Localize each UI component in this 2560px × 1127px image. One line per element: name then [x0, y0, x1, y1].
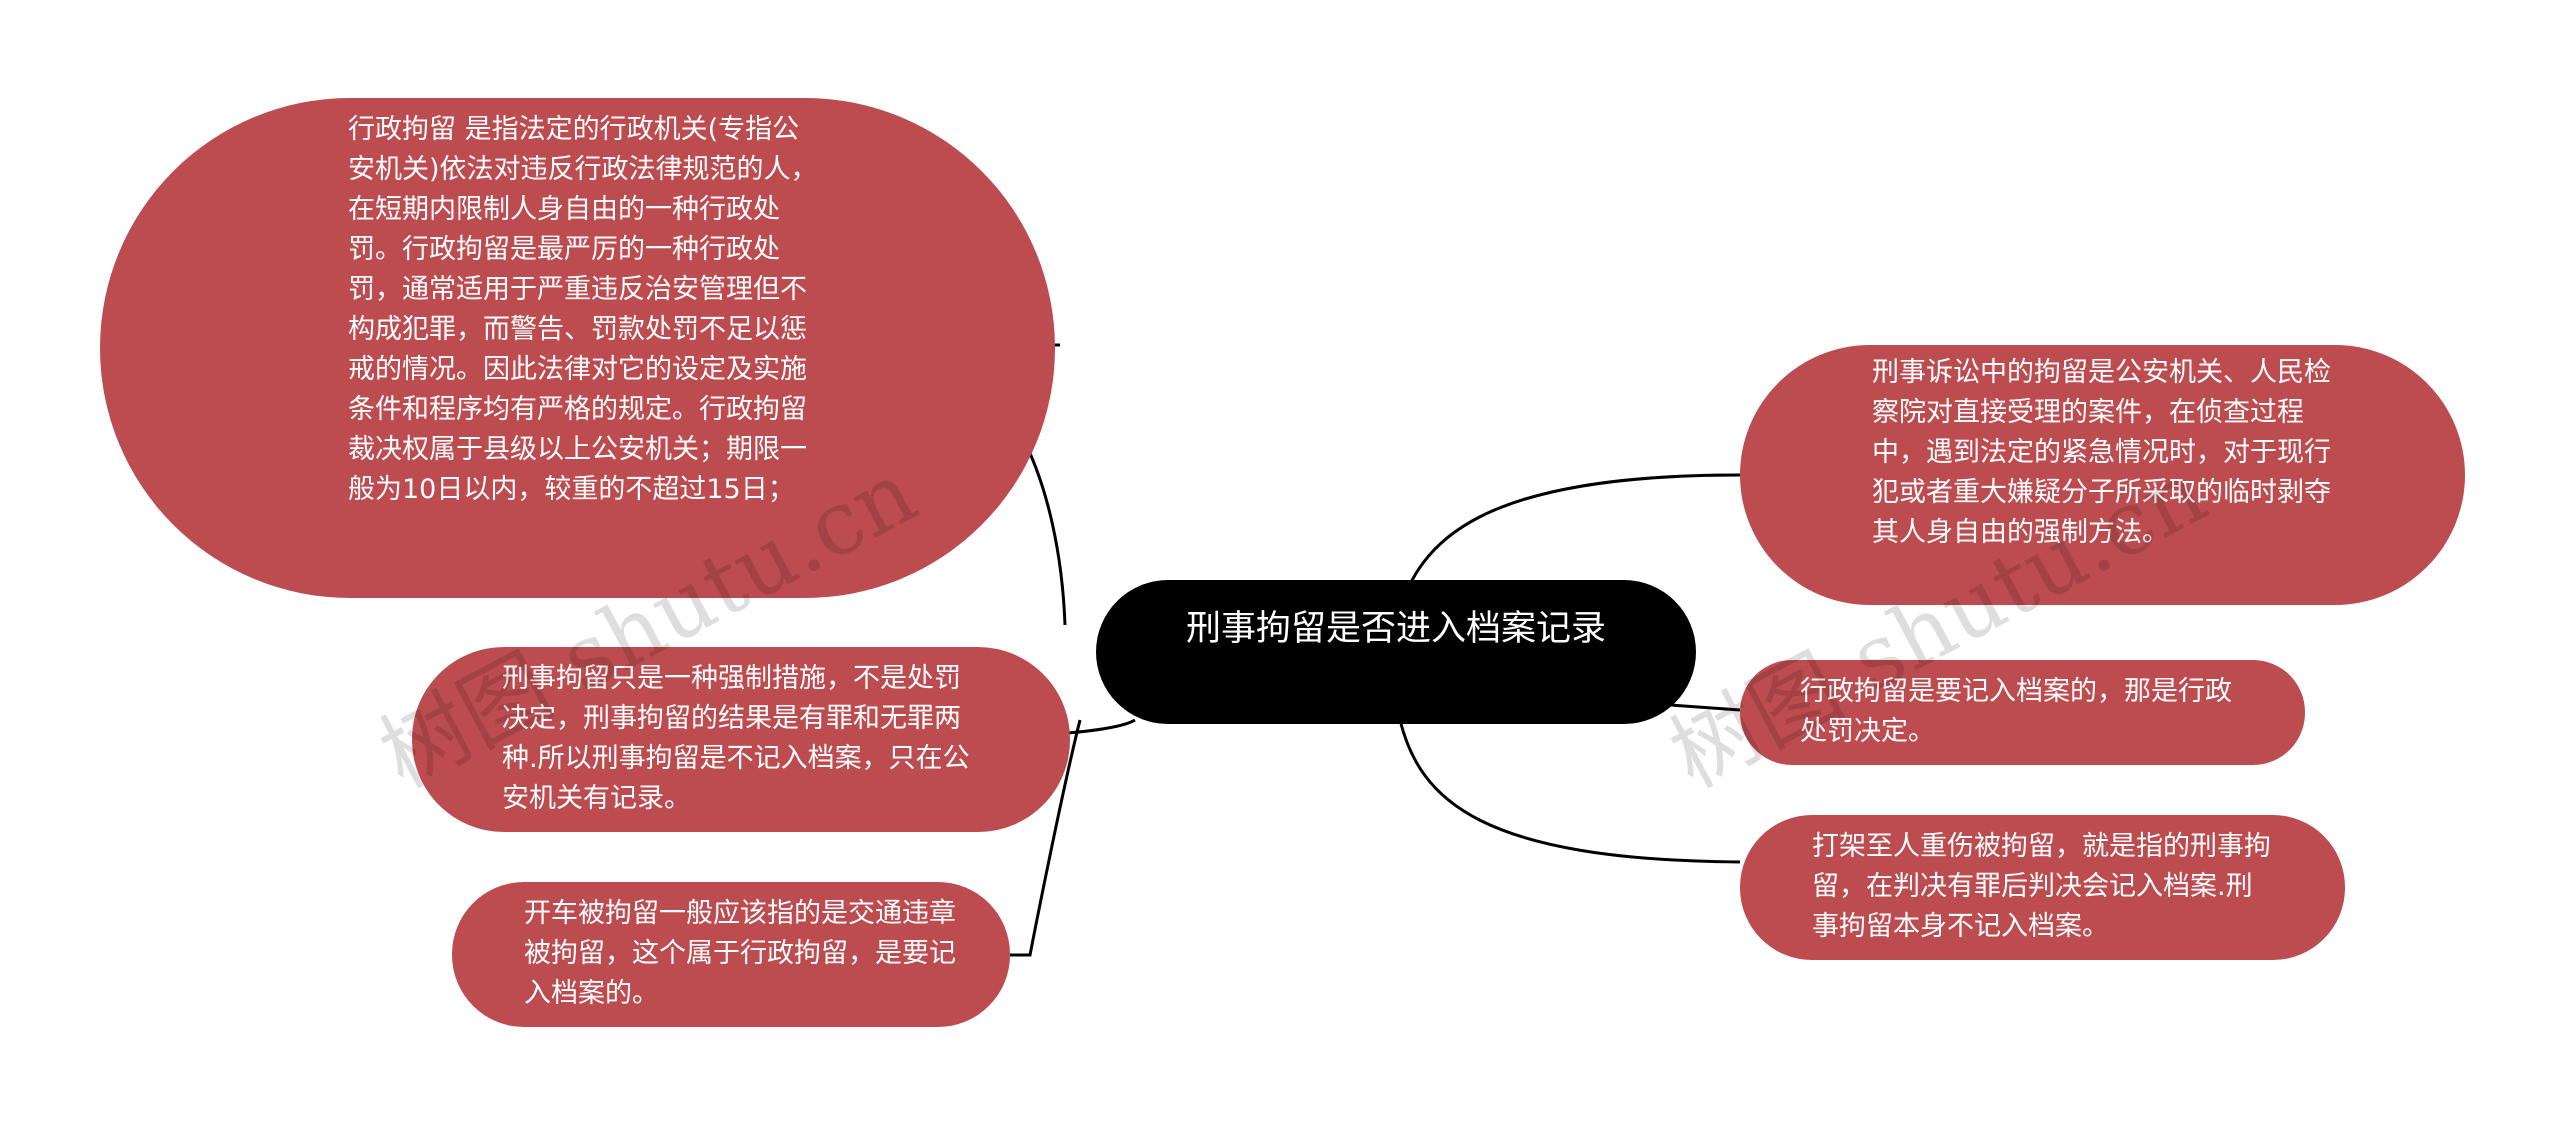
node-criminal-definition[interactable]: 刑事诉讼中的拘留是公安机关、人民检察院对直接受理的案件，在侦查过程中，遇到法定的…	[1740, 345, 2465, 605]
link-traffic	[1010, 719, 1082, 957]
node-admin-record-text: 行政拘留是要记入档案的，那是行政处罚决定。	[1800, 676, 2232, 747]
node-traffic[interactable]: 开车被拘留一般应该指的是交通违章被拘留，这个属于行政拘留，是要记入档案的。	[452, 882, 1010, 1027]
link-fight	[1398, 719, 1741, 864]
node-admin-record[interactable]: 行政拘留是要记入档案的，那是行政处罚决定。	[1740, 660, 2305, 765]
node-admin-detention-text: 行政拘留 是指法定的行政机关(专指公安机关)依法对违反行政法律规范的人，在短期内…	[348, 114, 818, 505]
root-node[interactable]: 刑事拘留是否进入档案记录	[1096, 580, 1696, 724]
root-title: 刑事拘留是否进入档案记录	[1185, 609, 1606, 649]
link-admin-record	[1669, 703, 1741, 712]
node-fight-text: 打架至人重伤被拘留，就是指的刑事拘留，在判决有罪后判决会记入档案.刑事拘留本身不…	[1812, 831, 2271, 942]
node-admin-detention[interactable]: 行政拘留 是指法定的行政机关(专指公安机关)依法对违反行政法律规范的人，在短期内…	[100, 98, 1055, 598]
node-criminal-measure-text: 刑事拘留只是一种强制措施，不是处罚决定，刑事拘留的结果是有罪和无罪两种.所以刑事…	[502, 663, 970, 814]
node-criminal-definition-text: 刑事诉讼中的拘留是公安机关、人民检察院对直接受理的案件，在侦查过程中，遇到法定的…	[1872, 357, 2331, 548]
node-traffic-text: 开车被拘留一般应该指的是交通违章被拘留，这个属于行政拘留，是要记入档案的。	[524, 898, 956, 1009]
node-criminal-measure[interactable]: 刑事拘留只是一种强制措施，不是处罚决定，刑事拘留的结果是有罪和无罪两种.所以刑事…	[412, 647, 1070, 832]
node-fight[interactable]: 打架至人重伤被拘留，就是指的刑事拘留，在判决有罪后判决会记入档案.刑事拘留本身不…	[1740, 815, 2345, 960]
